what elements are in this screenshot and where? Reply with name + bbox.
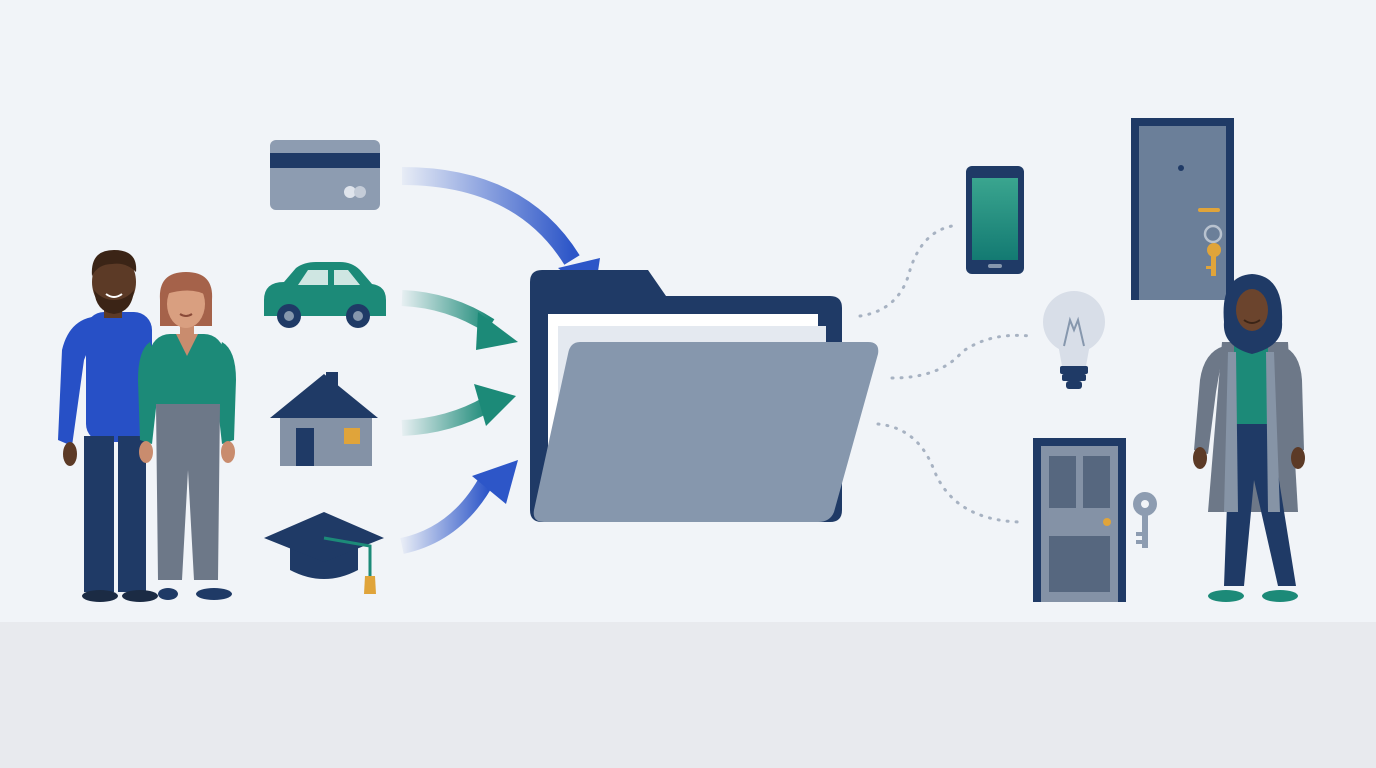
key-icon — [1133, 492, 1157, 548]
house-icon — [270, 372, 378, 466]
arrow-cap — [400, 460, 518, 554]
graduation-cap-icon — [264, 512, 384, 594]
woman-figure-icon — [1193, 274, 1305, 602]
woman-figure-left — [138, 272, 236, 600]
tall-door-icon — [1131, 118, 1234, 300]
folder-icon — [530, 270, 879, 522]
credit-card-icon — [270, 140, 380, 210]
door-icon — [1033, 438, 1126, 602]
arrow-house — [401, 384, 516, 436]
light-bulb-icon — [1043, 291, 1105, 389]
floor-band — [0, 622, 1376, 768]
dotted-connectors — [858, 224, 1032, 524]
car-icon — [264, 262, 386, 328]
man-figure — [58, 250, 158, 602]
couple-figures-icon — [58, 250, 236, 602]
arrow-car — [401, 290, 518, 350]
smartphone-icon — [966, 166, 1024, 274]
